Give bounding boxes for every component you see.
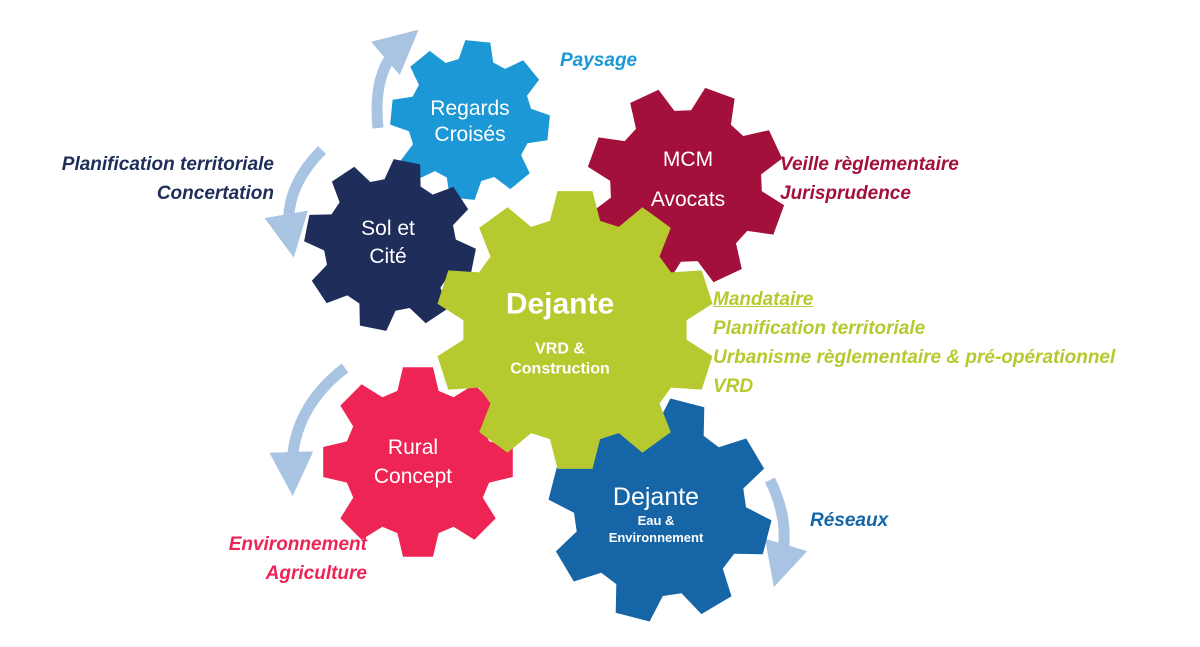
gear-text-line: Rural <box>387 436 439 459</box>
label-line: Veille règlementaire <box>780 154 959 175</box>
gear-mcm-avocats-label: MCM Avocats <box>651 140 725 220</box>
label-dejante-eau: Réseaux <box>810 506 888 535</box>
label-line: Paysage <box>560 50 638 71</box>
label-line: Environnement <box>228 534 367 555</box>
gear-regards-croises-label: Regards Croisés <box>430 96 509 149</box>
gear-text-line: Avocats <box>650 188 726 211</box>
gear-title: Dejante <box>612 483 700 512</box>
gear-text-line: Croisés <box>434 123 506 146</box>
gear-text-line: Construction <box>510 359 610 377</box>
gear-text-line: MCM <box>662 148 714 171</box>
gear-text-line: Sol et <box>361 217 415 240</box>
label-line: Mandataire <box>713 289 814 310</box>
label-line: Agriculture <box>265 563 367 584</box>
gear-regards-croises <box>390 40 550 200</box>
gear-sol-et-cite <box>304 159 476 331</box>
label-line: Urbanisme règlementaire & pré-opérationn… <box>713 347 1116 368</box>
label-line: Planification territoriale <box>713 318 926 339</box>
label-dejante-vrd: Mandataire Planification territoriale Ur… <box>713 285 1115 401</box>
gear-dejante-vrd <box>437 191 713 469</box>
cycle-arrow-left-upper <box>264 146 326 258</box>
label-line: Concertation <box>156 183 274 204</box>
label-mcm-avocats: Veille règlementaire Jurisprudence <box>780 150 959 208</box>
gear-rural-concept-label: Rural Concept <box>374 433 452 491</box>
gear-rural-concept <box>323 367 513 557</box>
cycle-arrow-top <box>370 29 419 129</box>
gear-text-line: Concept <box>373 465 453 488</box>
label-sol-et-cite: Planification territoriale Concertation <box>62 150 274 208</box>
label-line: Réseaux <box>810 510 889 531</box>
gear-sol-et-cite-label: Sol et Cité <box>361 215 415 271</box>
gear-dejante-eau <box>548 398 772 622</box>
label-line: Jurisprudence <box>780 183 911 204</box>
gear-text-line: Cité <box>369 245 407 268</box>
label-line: Planification territoriale <box>61 154 274 175</box>
gear-text-line: VRD & <box>535 339 585 357</box>
gear-text-line: Eau & <box>637 513 675 529</box>
cycle-arrow-right <box>765 477 808 588</box>
label-regards-croises: Paysage <box>560 46 637 75</box>
gear-text-line: Environnement <box>608 529 704 545</box>
gear-dejante-vrd-label: Dejante VRD & Construction <box>506 285 614 379</box>
cycle-arrow-left-lower <box>269 363 349 496</box>
gear-text-line: Regards <box>430 96 510 120</box>
gear-title: Dejante <box>505 287 615 321</box>
label-line: VRD <box>713 376 754 397</box>
label-rural-concept: Environnement Agriculture <box>229 530 367 588</box>
gear-dejante-eau-label: Dejante Eau & Environnement <box>609 482 704 546</box>
